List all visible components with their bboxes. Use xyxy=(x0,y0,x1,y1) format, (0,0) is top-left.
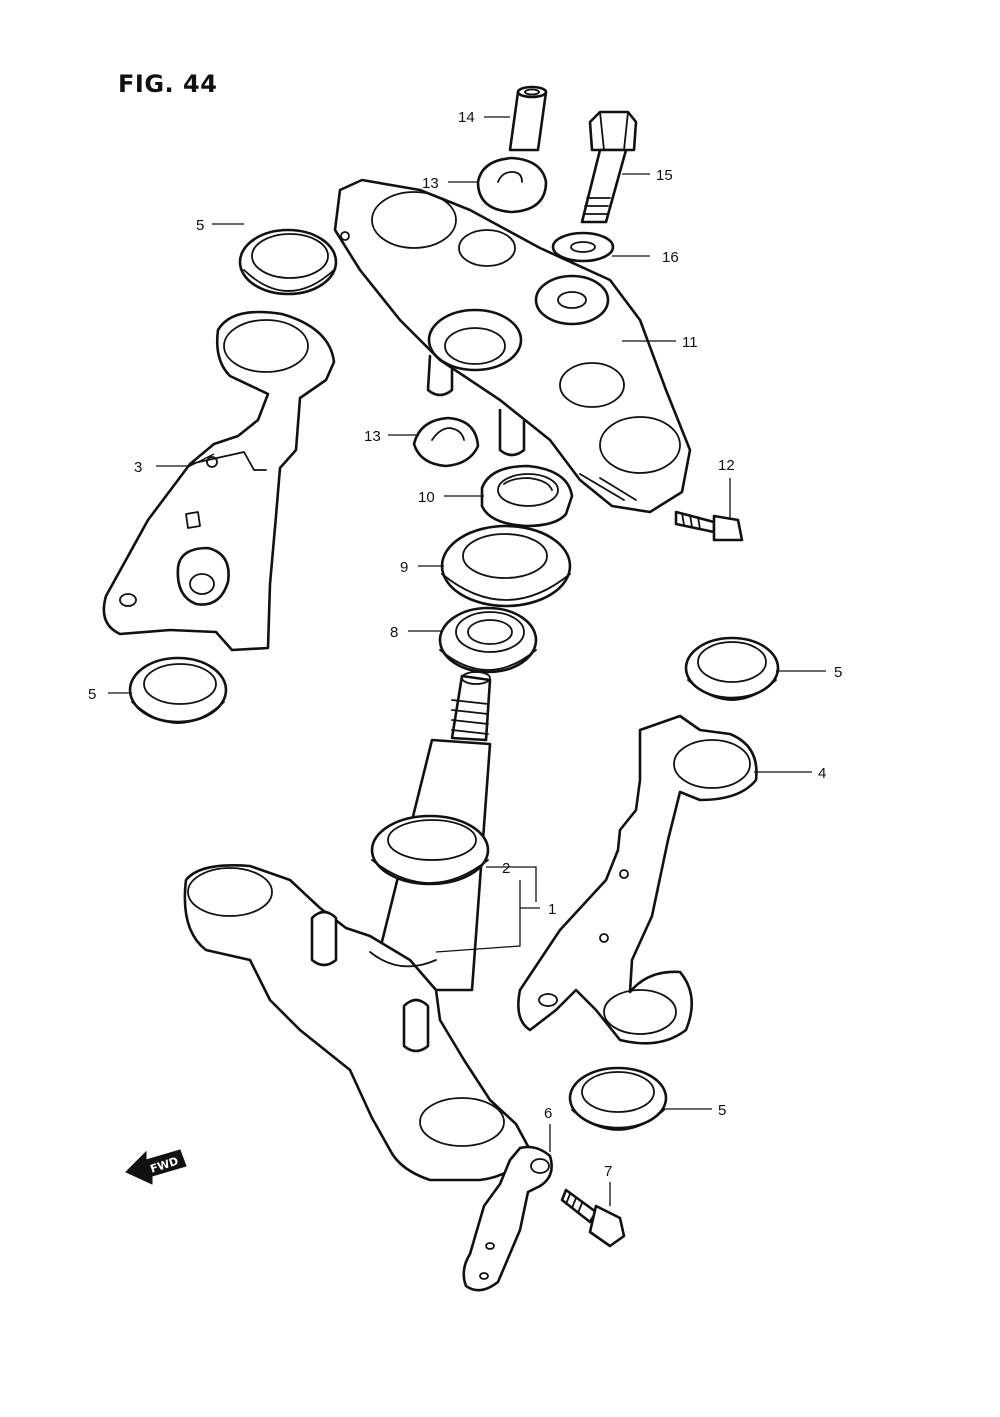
part-4-bracket-right xyxy=(517,714,758,1045)
part-13-cap-upper xyxy=(476,156,548,214)
callout-3: 3 xyxy=(134,459,142,476)
part-10-nut xyxy=(480,464,574,528)
callout-2: 2 xyxy=(502,860,510,877)
callout-13-lower: 13 xyxy=(364,428,381,445)
part-16-washer xyxy=(551,231,615,263)
callout-10: 10 xyxy=(418,489,435,506)
part-8-bearing xyxy=(438,606,538,674)
part-2-bearing xyxy=(370,814,490,886)
part-5-ring-upper-left xyxy=(238,228,338,296)
callout-7: 7 xyxy=(604,1163,612,1180)
callout-11: 11 xyxy=(682,334,698,351)
callout-labels: 14 13 15 5 16 11 3 13 12 10 9 8 5 5 4 2 … xyxy=(88,109,842,1180)
callout-14: 14 xyxy=(458,109,475,126)
callout-9: 9 xyxy=(400,559,408,576)
part-14-sleeve xyxy=(508,85,548,152)
fwd-arrow-icon: FWD xyxy=(125,1149,187,1185)
callout-5-middle-right: 5 xyxy=(834,664,842,681)
part-11-upper-bracket xyxy=(333,178,692,514)
part-12-bolt xyxy=(674,510,744,542)
callout-13-upper: 13 xyxy=(422,175,439,192)
callout-8: 8 xyxy=(390,624,398,641)
leader-lines xyxy=(108,116,826,1206)
callout-5-lower-right: 5 xyxy=(718,1102,726,1119)
part-13-cap-lower xyxy=(412,416,480,468)
part-15-bolt xyxy=(580,110,638,224)
callout-12: 12 xyxy=(718,457,735,474)
figure-title: FIG. 44 xyxy=(118,70,218,98)
part-9-seal xyxy=(440,524,572,608)
callout-6: 6 xyxy=(544,1105,552,1122)
callout-1: 1 xyxy=(548,901,556,918)
callout-4: 4 xyxy=(818,765,826,782)
part-5-ring-middle-left xyxy=(128,656,228,724)
part-3-bracket-left xyxy=(102,310,336,652)
callout-15: 15 xyxy=(656,167,673,184)
callout-5-middle-left: 5 xyxy=(88,686,96,703)
part-5-ring-middle-right xyxy=(684,636,780,701)
part-7-bolt xyxy=(560,1188,626,1248)
part-5-ring-lower-right xyxy=(568,1066,668,1131)
callout-16: 16 xyxy=(662,249,679,266)
part-1-stem-and-lower-bracket xyxy=(183,671,532,1182)
part-6-small-bracket xyxy=(462,1145,553,1292)
callout-5-upper-left: 5 xyxy=(196,217,204,234)
